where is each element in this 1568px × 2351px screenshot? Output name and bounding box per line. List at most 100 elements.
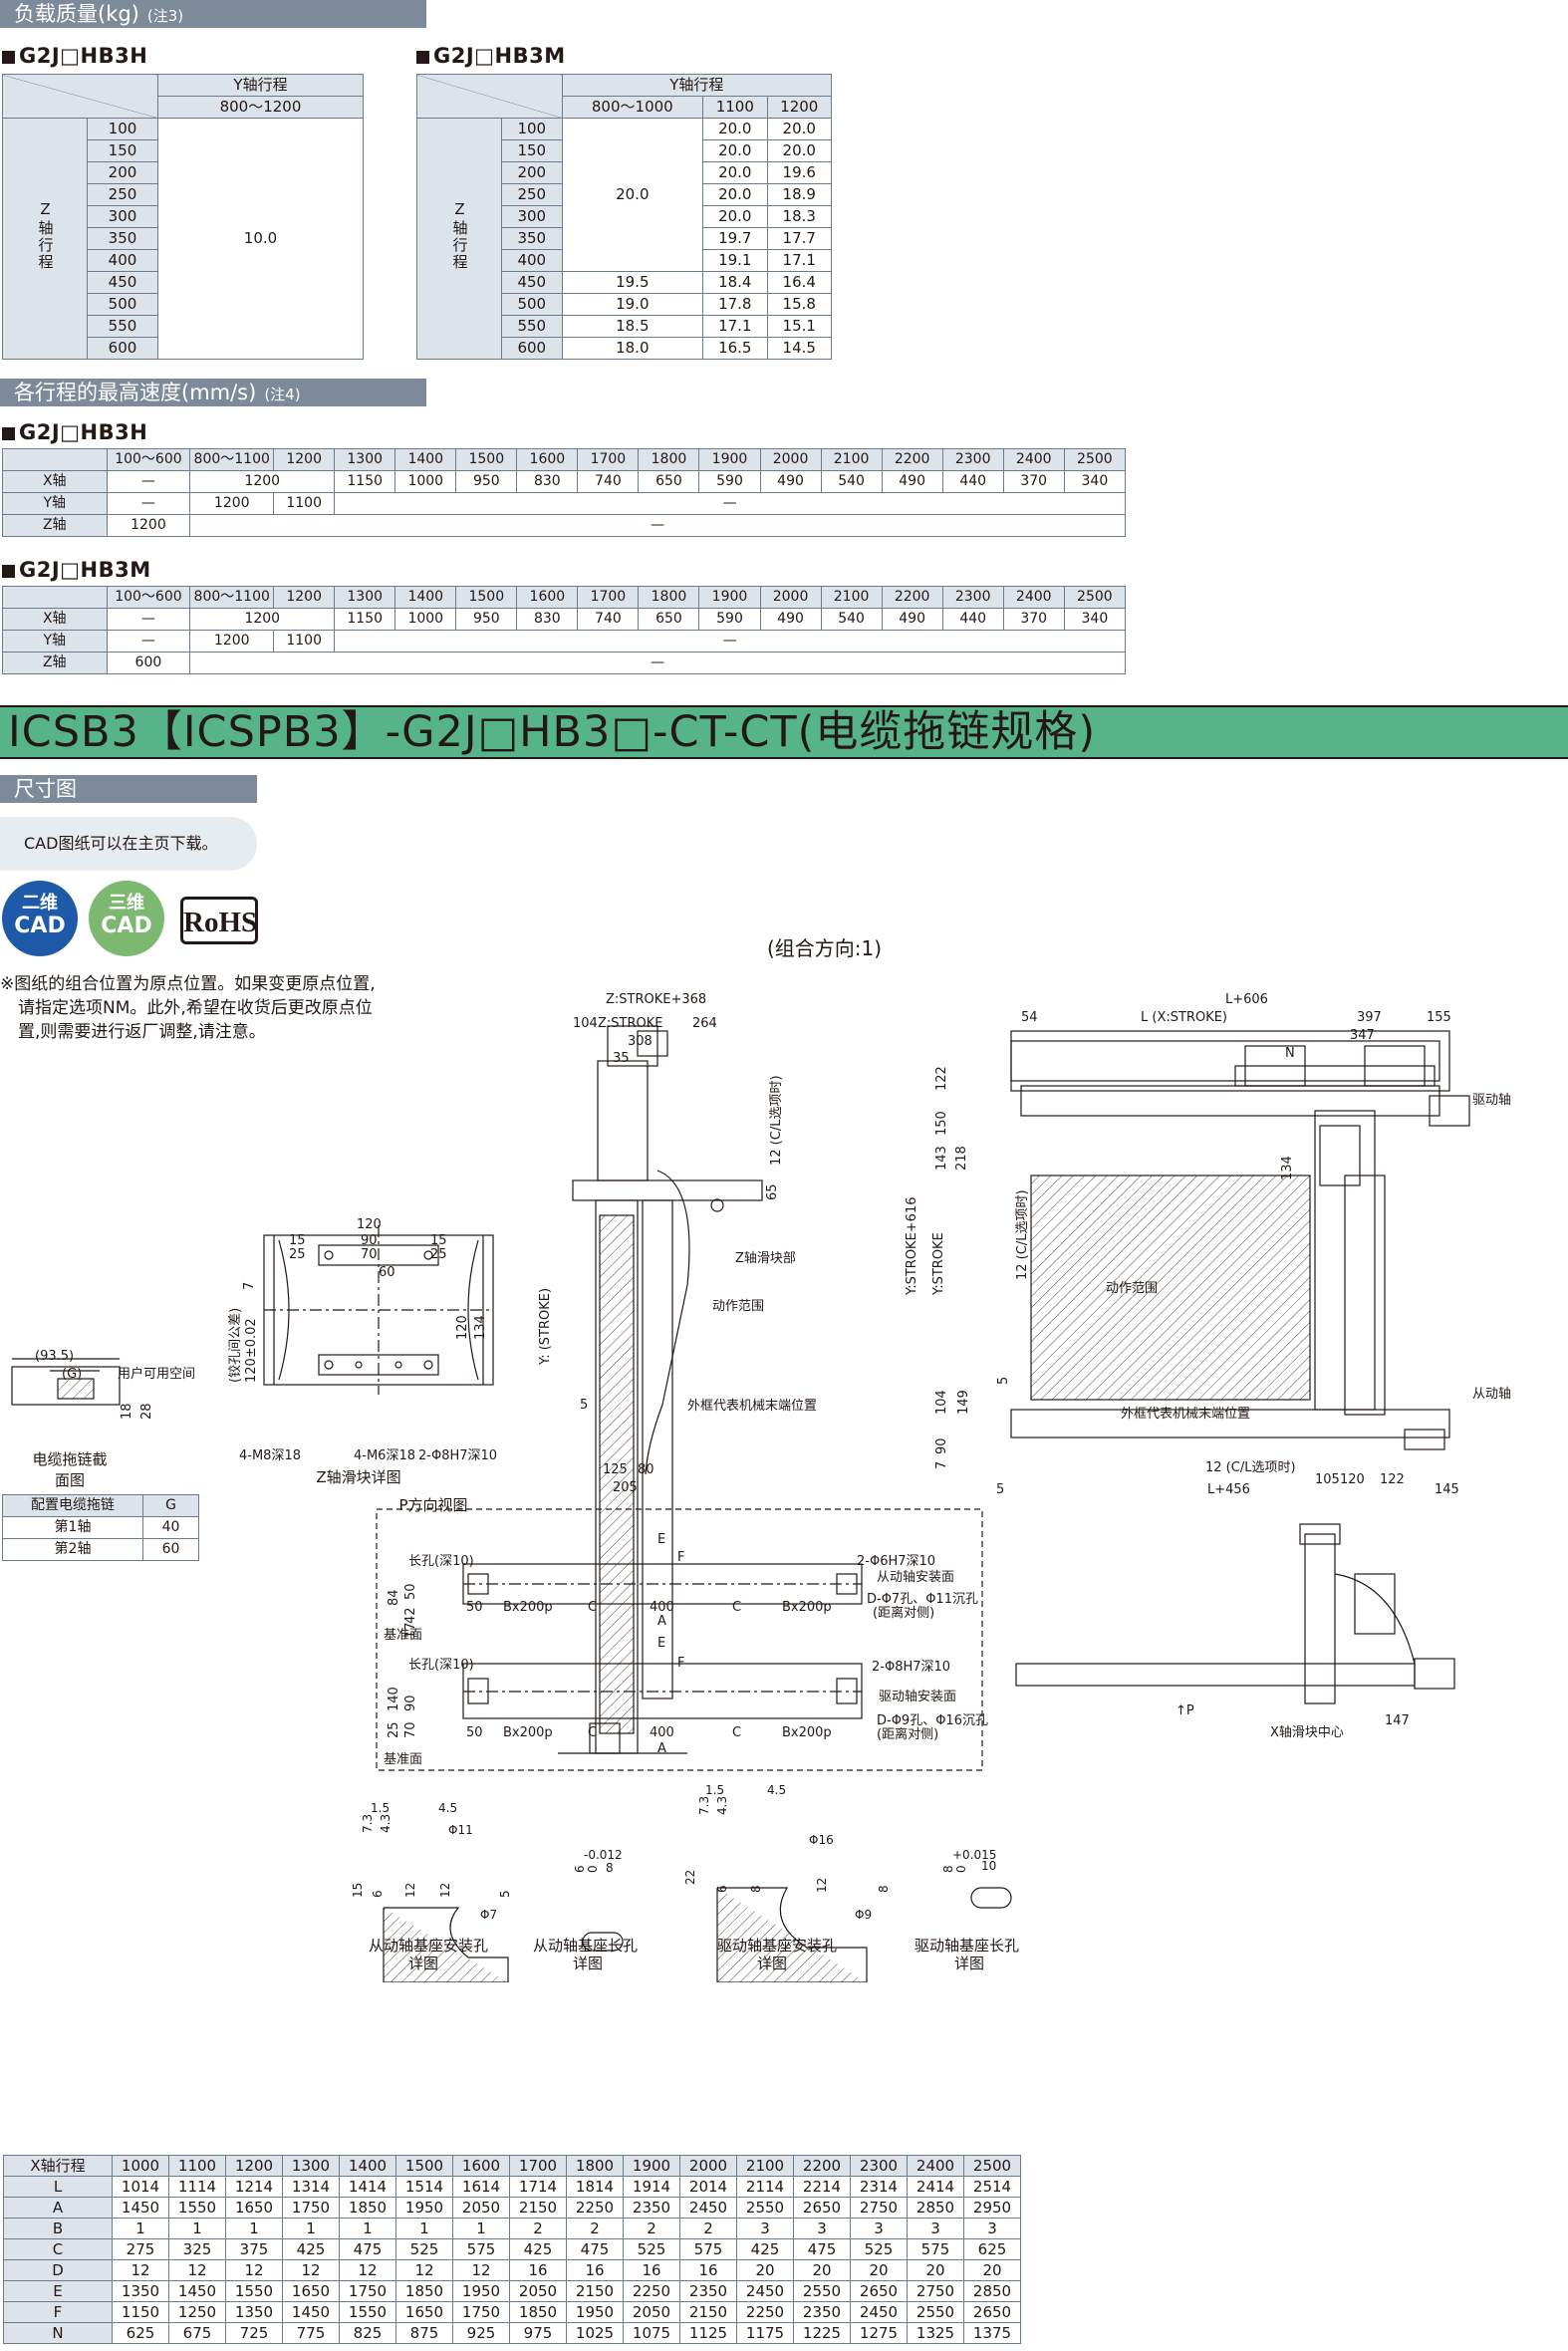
speed-col-header: 1700 bbox=[577, 586, 640, 609]
speed-cell: 1100 bbox=[273, 492, 336, 515]
payload-merged-value: 20.0 bbox=[561, 118, 704, 272]
z-row-label: 150 bbox=[87, 139, 158, 162]
dim-cell: 3 bbox=[850, 2218, 908, 2239]
corner-cell bbox=[2, 74, 158, 119]
dim-cell: 20 bbox=[850, 2259, 908, 2281]
speed-cell: 1200 bbox=[106, 514, 191, 537]
speed-cell: 490 bbox=[759, 608, 822, 631]
payload-cell: 20.0 bbox=[702, 161, 768, 184]
speed-cell: 540 bbox=[820, 470, 883, 493]
dim-cell: 1514 bbox=[395, 2176, 453, 2198]
speed-cell: 740 bbox=[577, 608, 640, 631]
z-row-label: 150 bbox=[501, 139, 563, 162]
p-view-bottom-rail bbox=[462, 1663, 863, 1719]
dim-cell: 2414 bbox=[907, 2176, 964, 2198]
speed-cell: — bbox=[106, 608, 191, 631]
z-row-label: 550 bbox=[87, 315, 158, 338]
dim-cell: 1375 bbox=[963, 2322, 1021, 2344]
speed-col-header: 800～1100 bbox=[189, 448, 275, 471]
speed-cell: 950 bbox=[455, 608, 518, 631]
dim-cell: 725 bbox=[225, 2322, 283, 2344]
dim-cell: 2650 bbox=[850, 2280, 908, 2302]
speed-cell: — bbox=[106, 470, 191, 493]
speed-col-header: 1300 bbox=[334, 586, 396, 609]
dim-cell: 1850 bbox=[395, 2280, 453, 2302]
speed-cell: 370 bbox=[1002, 608, 1065, 631]
y-col-3: 1200 bbox=[766, 96, 833, 119]
payload-model-h: G2J□HB3H bbox=[2, 44, 147, 68]
dim-cell: 2450 bbox=[736, 2280, 794, 2302]
dim-cell: 375 bbox=[225, 2238, 283, 2260]
z-axis-label: Z轴行程 bbox=[2, 118, 88, 360]
dim-cell: 1750 bbox=[339, 2280, 396, 2302]
speed-col-header: 1900 bbox=[698, 448, 761, 471]
dim-cell: 1750 bbox=[282, 2197, 340, 2219]
z-row-label: 500 bbox=[501, 293, 563, 316]
dim-cell: N bbox=[3, 2322, 113, 2344]
payload-cell: 19.5 bbox=[561, 271, 704, 294]
dim-cell: 1550 bbox=[168, 2197, 226, 2219]
dim-cell: 1075 bbox=[623, 2322, 680, 2344]
z-row-label: 400 bbox=[87, 249, 158, 272]
detail-drive-slot bbox=[970, 1887, 1012, 1909]
z-row-label: 300 bbox=[87, 205, 158, 228]
speed-col-header: 2000 bbox=[759, 586, 822, 609]
dim-header-cell: 2200 bbox=[793, 2155, 851, 2177]
side-view bbox=[558, 1025, 763, 1754]
speed-cell: 590 bbox=[698, 608, 761, 631]
dim-cell: 20 bbox=[963, 2259, 1021, 2281]
speed-cell: 650 bbox=[638, 608, 700, 631]
z-row-label: 300 bbox=[501, 205, 563, 228]
dim-cell: 2450 bbox=[679, 2197, 737, 2219]
speed-col-header: 1400 bbox=[394, 448, 457, 471]
cad-download-note[interactable]: CAD图纸可以在主页下载。 bbox=[0, 817, 257, 871]
dim-cell: 1650 bbox=[225, 2197, 283, 2219]
payload-cell: 18.4 bbox=[702, 271, 768, 294]
z-row-label: 100 bbox=[501, 118, 563, 140]
speed-cell: 1200 bbox=[189, 608, 336, 631]
speed-col-header: 2200 bbox=[881, 586, 943, 609]
dim-cell: 2150 bbox=[679, 2301, 737, 2323]
dim-cell: 2250 bbox=[623, 2280, 680, 2302]
y-axis-row-label: Y轴 bbox=[2, 630, 108, 653]
dim-header-cell: 2500 bbox=[963, 2155, 1021, 2177]
square-bullet-icon bbox=[2, 51, 15, 64]
dim-cell: 825 bbox=[339, 2322, 396, 2344]
dim-cell: 3 bbox=[963, 2218, 1021, 2239]
dim-cell: 1850 bbox=[509, 2301, 567, 2323]
speed-cell: 650 bbox=[638, 470, 700, 493]
payload-cell: 20.0 bbox=[702, 139, 768, 162]
dim-cell: 1450 bbox=[112, 2197, 169, 2219]
dim-cell: 2950 bbox=[963, 2197, 1021, 2219]
y-col-1: 800～1000 bbox=[561, 96, 704, 119]
dim-cell: 925 bbox=[452, 2322, 510, 2344]
dim-cell: 1714 bbox=[509, 2176, 567, 2198]
dim-cell: 16 bbox=[566, 2259, 624, 2281]
dim-cell: 1275 bbox=[850, 2322, 908, 2344]
speed-corner bbox=[2, 586, 108, 609]
dim-cell: D bbox=[3, 2259, 113, 2281]
dim-cell: 2514 bbox=[963, 2176, 1021, 2198]
dim-cell: 2350 bbox=[679, 2280, 737, 2302]
z-row-label: 350 bbox=[87, 227, 158, 250]
payload-cell: 20.0 bbox=[702, 183, 768, 206]
dim-cell: 2350 bbox=[623, 2197, 680, 2219]
dim-cell: 1350 bbox=[112, 2280, 169, 2302]
z-row-label: 550 bbox=[501, 315, 563, 338]
dim-cell: 675 bbox=[168, 2322, 226, 2344]
dim-cell: 1214 bbox=[225, 2176, 283, 2198]
speed-col-header: 800～1100 bbox=[189, 586, 275, 609]
detail-drive-mount bbox=[716, 1887, 868, 1982]
z-axis-row-label: Z轴 bbox=[2, 514, 108, 537]
payload-cell: 16.5 bbox=[702, 337, 768, 360]
payload-cell: 17.1 bbox=[766, 249, 833, 272]
speed-col-header: 2500 bbox=[1063, 448, 1127, 471]
speed-cell: 540 bbox=[820, 608, 883, 631]
speed-col-header: 100～600 bbox=[106, 448, 191, 471]
speed-cell: 440 bbox=[941, 470, 1004, 493]
dim-cell: 325 bbox=[168, 2238, 226, 2260]
dim-cell: 575 bbox=[452, 2238, 510, 2260]
